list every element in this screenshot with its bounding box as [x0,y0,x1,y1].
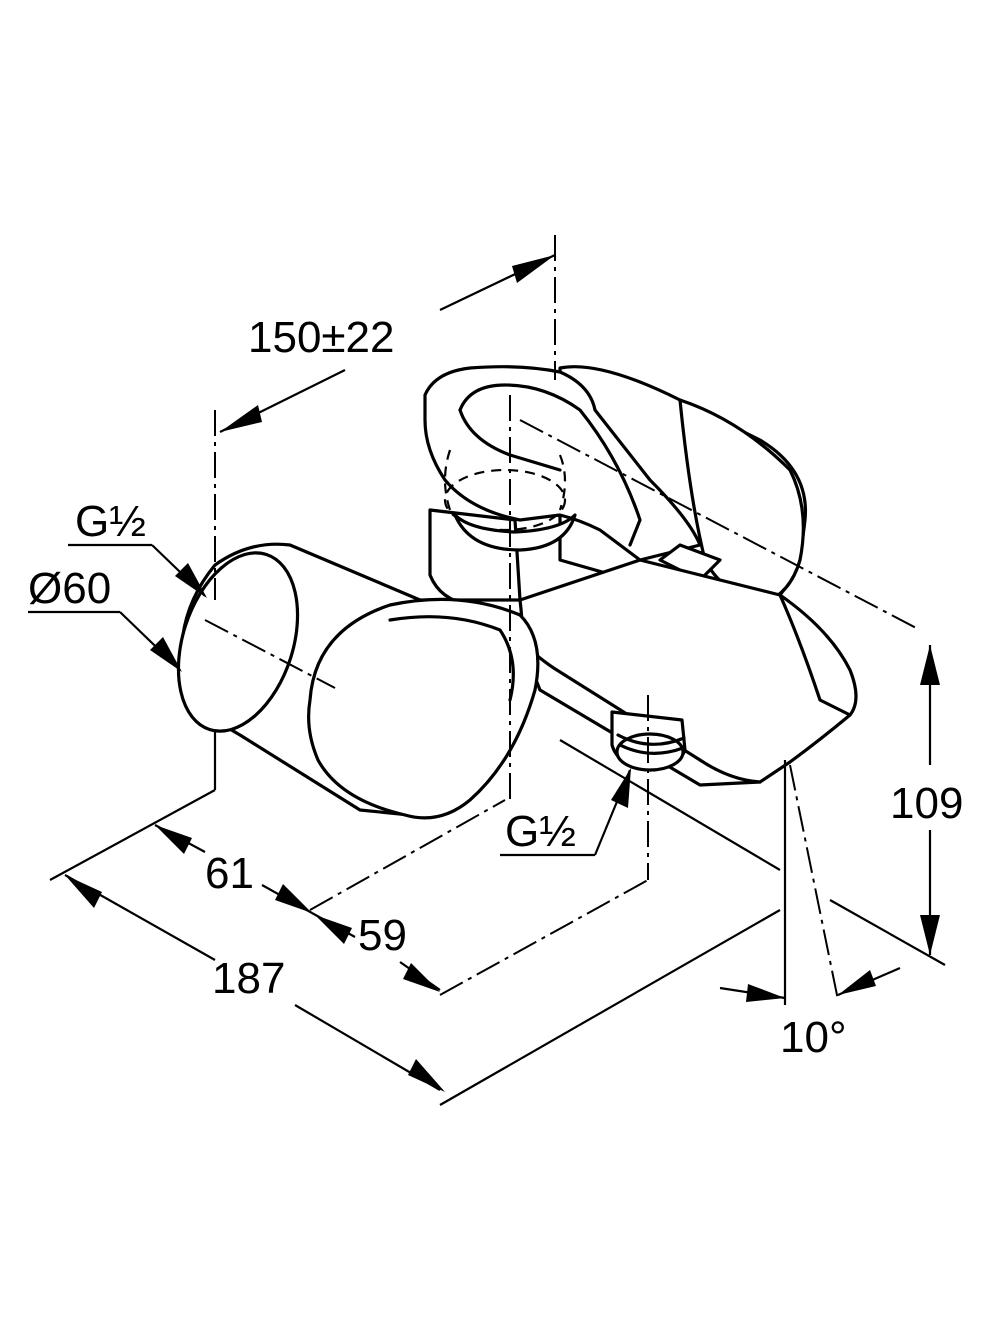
dim-tilt-angle-label: 10° [780,1013,847,1062]
dimension-lines [28,254,940,1106]
dimension-labels: 150±22 109 187 61 59 10° Ø60 G½ G½ [28,313,963,1062]
dim-projection-label: 150±22 [248,313,395,362]
dim-depth-a-label: 61 [205,849,254,898]
dim-outlet-thread-label: G½ [505,807,576,856]
faucet-body [176,365,858,820]
dim-height-label: 109 [890,779,963,828]
dim-depth-b-label: 59 [358,911,407,960]
dim-inlet-thread-label: G½ [75,497,146,546]
dim-overall-depth-label: 187 [212,954,285,1003]
construction-lines [204,235,946,1005]
dim-body-diameter-label: Ø60 [28,564,111,613]
